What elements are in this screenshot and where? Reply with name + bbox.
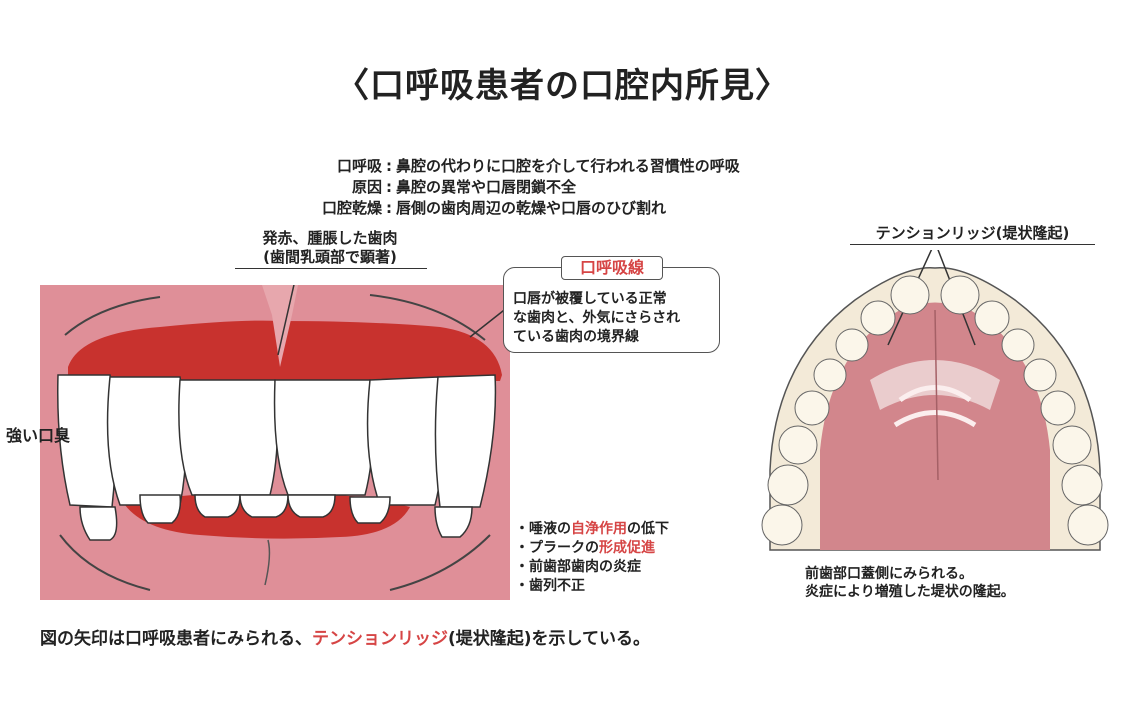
palatal-ruga <box>898 385 972 403</box>
tooth <box>239 494 289 518</box>
tooth <box>813 358 847 392</box>
definition-term: 原因 <box>351 178 382 196</box>
inflamed-upper-gum <box>68 320 502 381</box>
tooth <box>79 506 118 541</box>
pointer-line <box>277 285 295 356</box>
palate-note: 前歯部口蓋側にみられる。 炎症により増殖した堤状の隆起。 <box>805 565 1015 601</box>
tooth <box>761 504 803 546</box>
palatal-ruga <box>893 410 977 428</box>
tooth <box>794 390 830 426</box>
palate-note-line: 炎症により増殖した堤状の隆起。 <box>805 584 1015 600</box>
midline-raphe <box>934 309 939 481</box>
tooth <box>835 328 869 362</box>
callout-title: 口呼吸線 <box>561 256 663 280</box>
tooth <box>1052 425 1092 465</box>
callout-text: 口唇が被覆している正常 な歯肉と、外気にさらされ ている歯肉の境界線 <box>513 290 713 347</box>
effect-item: ・プラークの形成促進 <box>515 540 655 556</box>
definition-term: 口呼吸 <box>336 157 382 175</box>
effects-list: ・唾液の自浄作用の低下 ・プラークの形成促進 ・前歯部歯肉の炎症 ・歯列不正 <box>515 520 669 596</box>
tooth <box>778 425 818 465</box>
tension-ridge-label: テンションリッジ(堤状隆起) <box>875 224 1070 242</box>
tooth <box>273 379 374 496</box>
tooth <box>106 376 187 506</box>
definition-desc: 鼻腔の異常や口唇閉鎖不全 <box>396 178 577 196</box>
definition-desc: 唇側の歯肉周辺の乾燥や口唇のひび割れ <box>396 199 667 217</box>
gum-label-line1: 発赤、腫脹した歯肉 <box>262 229 398 247</box>
callout-line: な歯肉と、外気にさらされ <box>513 310 681 326</box>
definition-row: 口腔乾燥:唇側の歯肉周辺の乾燥や口唇のひび割れ <box>262 198 740 219</box>
tooth <box>366 376 445 506</box>
tooth <box>434 506 473 538</box>
tooth <box>1067 504 1109 546</box>
tooth <box>974 300 1010 336</box>
tooth <box>194 494 241 518</box>
palate-note-line: 前歯部口蓋側にみられる。 <box>805 566 973 582</box>
figure-caption: 図の矢印は口呼吸患者にみられる、テンションリッジ(堤状隆起)を示している。 <box>40 629 651 649</box>
definition-row: 口呼吸:鼻腔の代わりに口腔を介して行われる習慣性の呼吸 <box>262 156 740 177</box>
definition-row: 原因:鼻腔の異常や口唇閉鎖不全 <box>262 177 740 198</box>
tooth <box>860 300 896 336</box>
callout-line: ている歯肉の境界線 <box>513 329 639 345</box>
definition-desc: 鼻腔の代わりに口腔を介して行われる習慣性の呼吸 <box>396 157 740 175</box>
tooth <box>434 374 497 508</box>
tooth <box>1040 390 1076 426</box>
pointer-line <box>469 306 509 338</box>
tension-ridge-underline <box>850 244 1095 245</box>
tooth <box>287 494 336 518</box>
gum-label-underline <box>235 268 427 269</box>
gum-label-line2: (歯間乳頭部で顕著) <box>263 248 397 266</box>
tooth <box>1001 328 1035 362</box>
effect-item: ・歯列不正 <box>515 578 585 594</box>
effect-item: ・前歯部歯肉の炎症 <box>515 559 641 575</box>
tooth <box>767 464 809 506</box>
bad-breath-label: 強い口臭 <box>6 426 71 445</box>
callout-line: 口唇が被覆している正常 <box>513 291 667 307</box>
definition-term: 口腔乾燥 <box>321 199 382 217</box>
definition-list: 口呼吸:鼻腔の代わりに口腔を介して行われる習慣性の呼吸 原因:鼻腔の異常や口唇閉… <box>262 156 740 219</box>
palate-illustration <box>761 250 1109 551</box>
tooth <box>1061 464 1103 506</box>
palate <box>820 302 1050 550</box>
tooth <box>349 496 391 524</box>
tooth <box>940 275 980 315</box>
gum-label: 発赤、腫脹した歯肉 (歯間乳頭部で顕著) <box>232 229 428 267</box>
tooth <box>178 379 279 496</box>
tooth <box>890 275 930 315</box>
tooth <box>139 494 182 524</box>
tooth <box>1023 358 1057 392</box>
page-title: 〈口呼吸患者の口腔内所見〉 <box>335 66 790 106</box>
effect-item: ・唾液の自浄作用の低下 <box>515 521 669 537</box>
front-teeth-illustration <box>40 285 510 600</box>
